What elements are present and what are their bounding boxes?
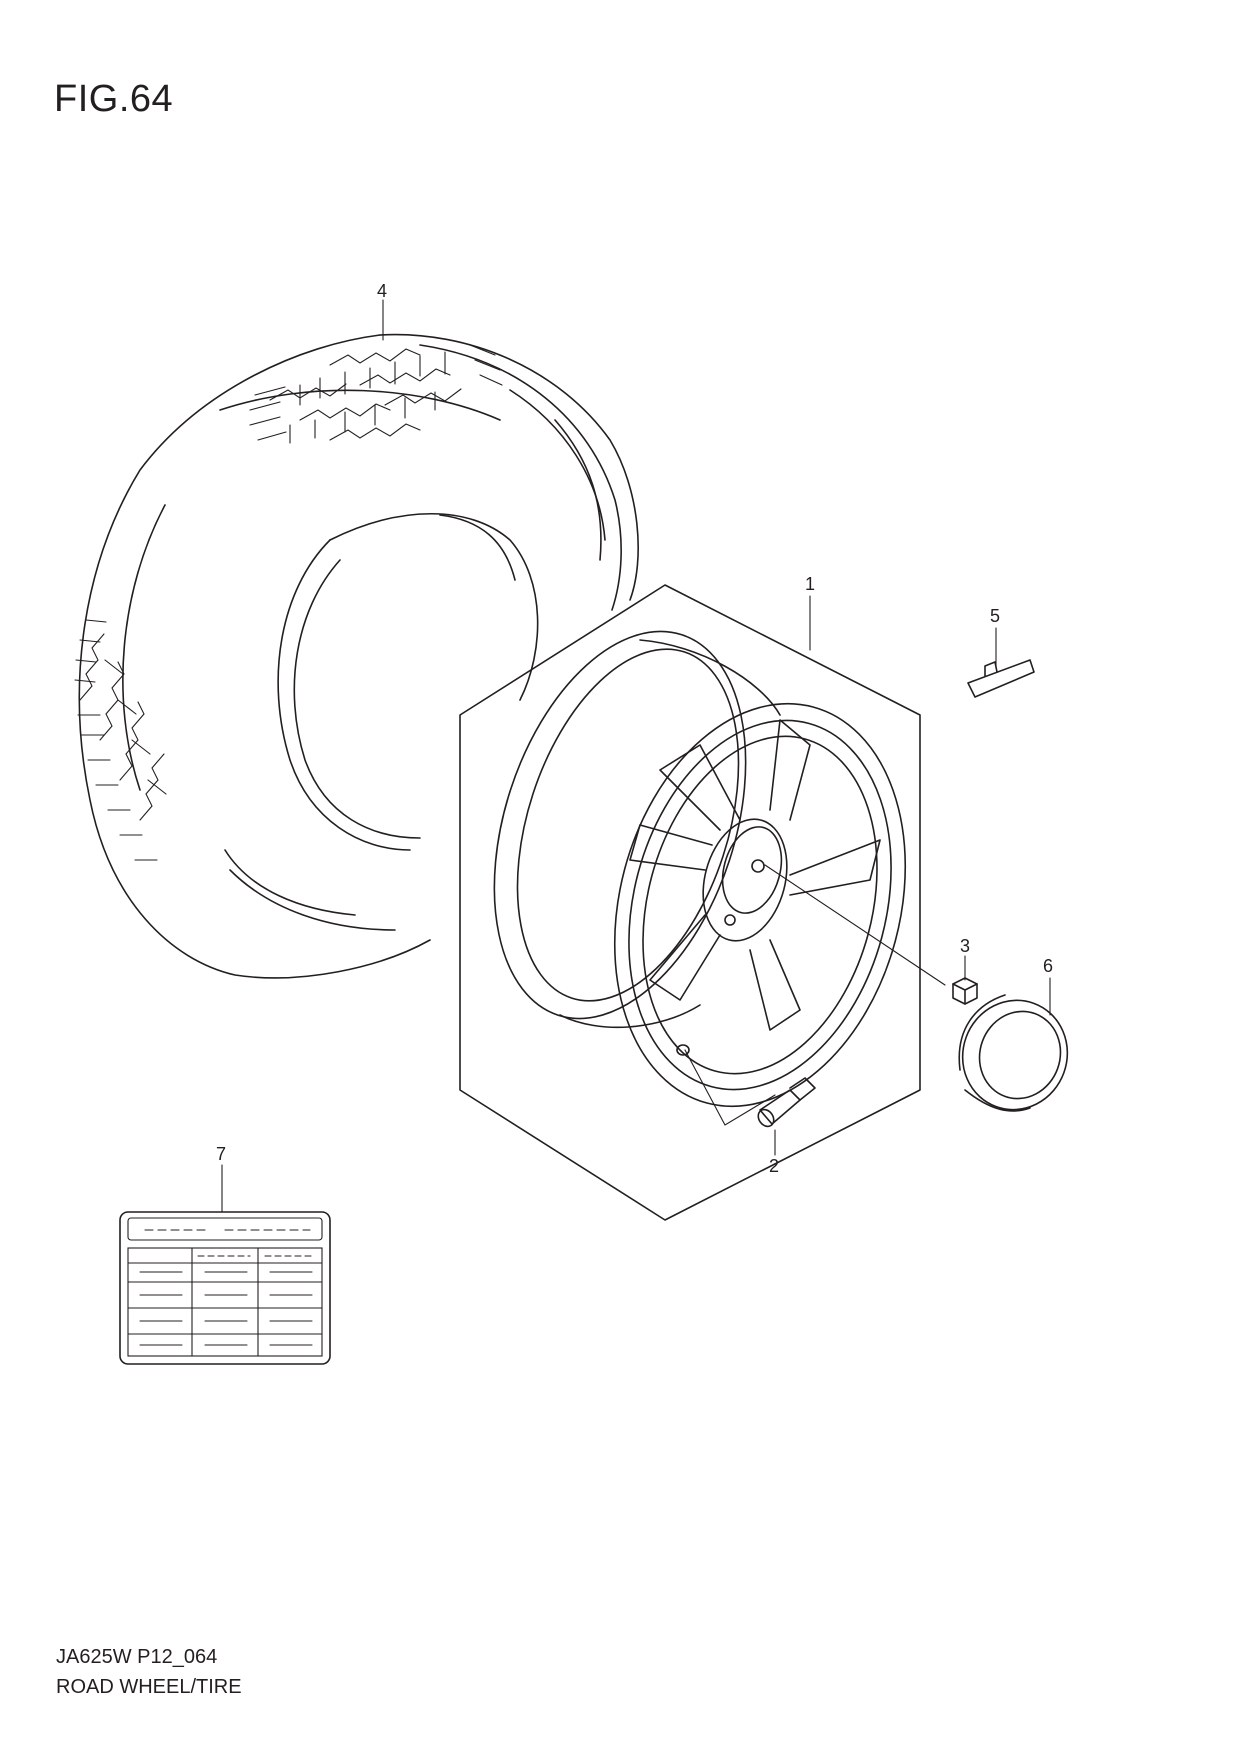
tire-label-drawing [119,1211,331,1365]
callout-4: 4 [377,281,387,301]
figure-code: JA625W P12_064 [56,1646,218,1668]
balance-weight-drawing [967,659,1035,698]
tire-drawing [74,333,639,979]
callout-3: 3 [960,936,970,956]
center-cap-drawing [958,994,1069,1112]
callout-2: 2 [769,1156,779,1176]
valve-drawing [757,1077,816,1128]
callout-7: 7 [216,1144,226,1164]
callout-6: 6 [1043,956,1053,976]
figure-name: ROAD WHEEL/TIRE [56,1676,242,1698]
wheel-frame-hexagon [459,584,921,1221]
callout-5: 5 [990,606,1000,626]
wheel-nut-drawing [952,977,978,1005]
figure-title: FIG.64 [54,78,174,120]
wheel-drawing [493,630,907,1108]
leader-lines [221,299,1051,1213]
callout-1: 1 [805,574,815,594]
